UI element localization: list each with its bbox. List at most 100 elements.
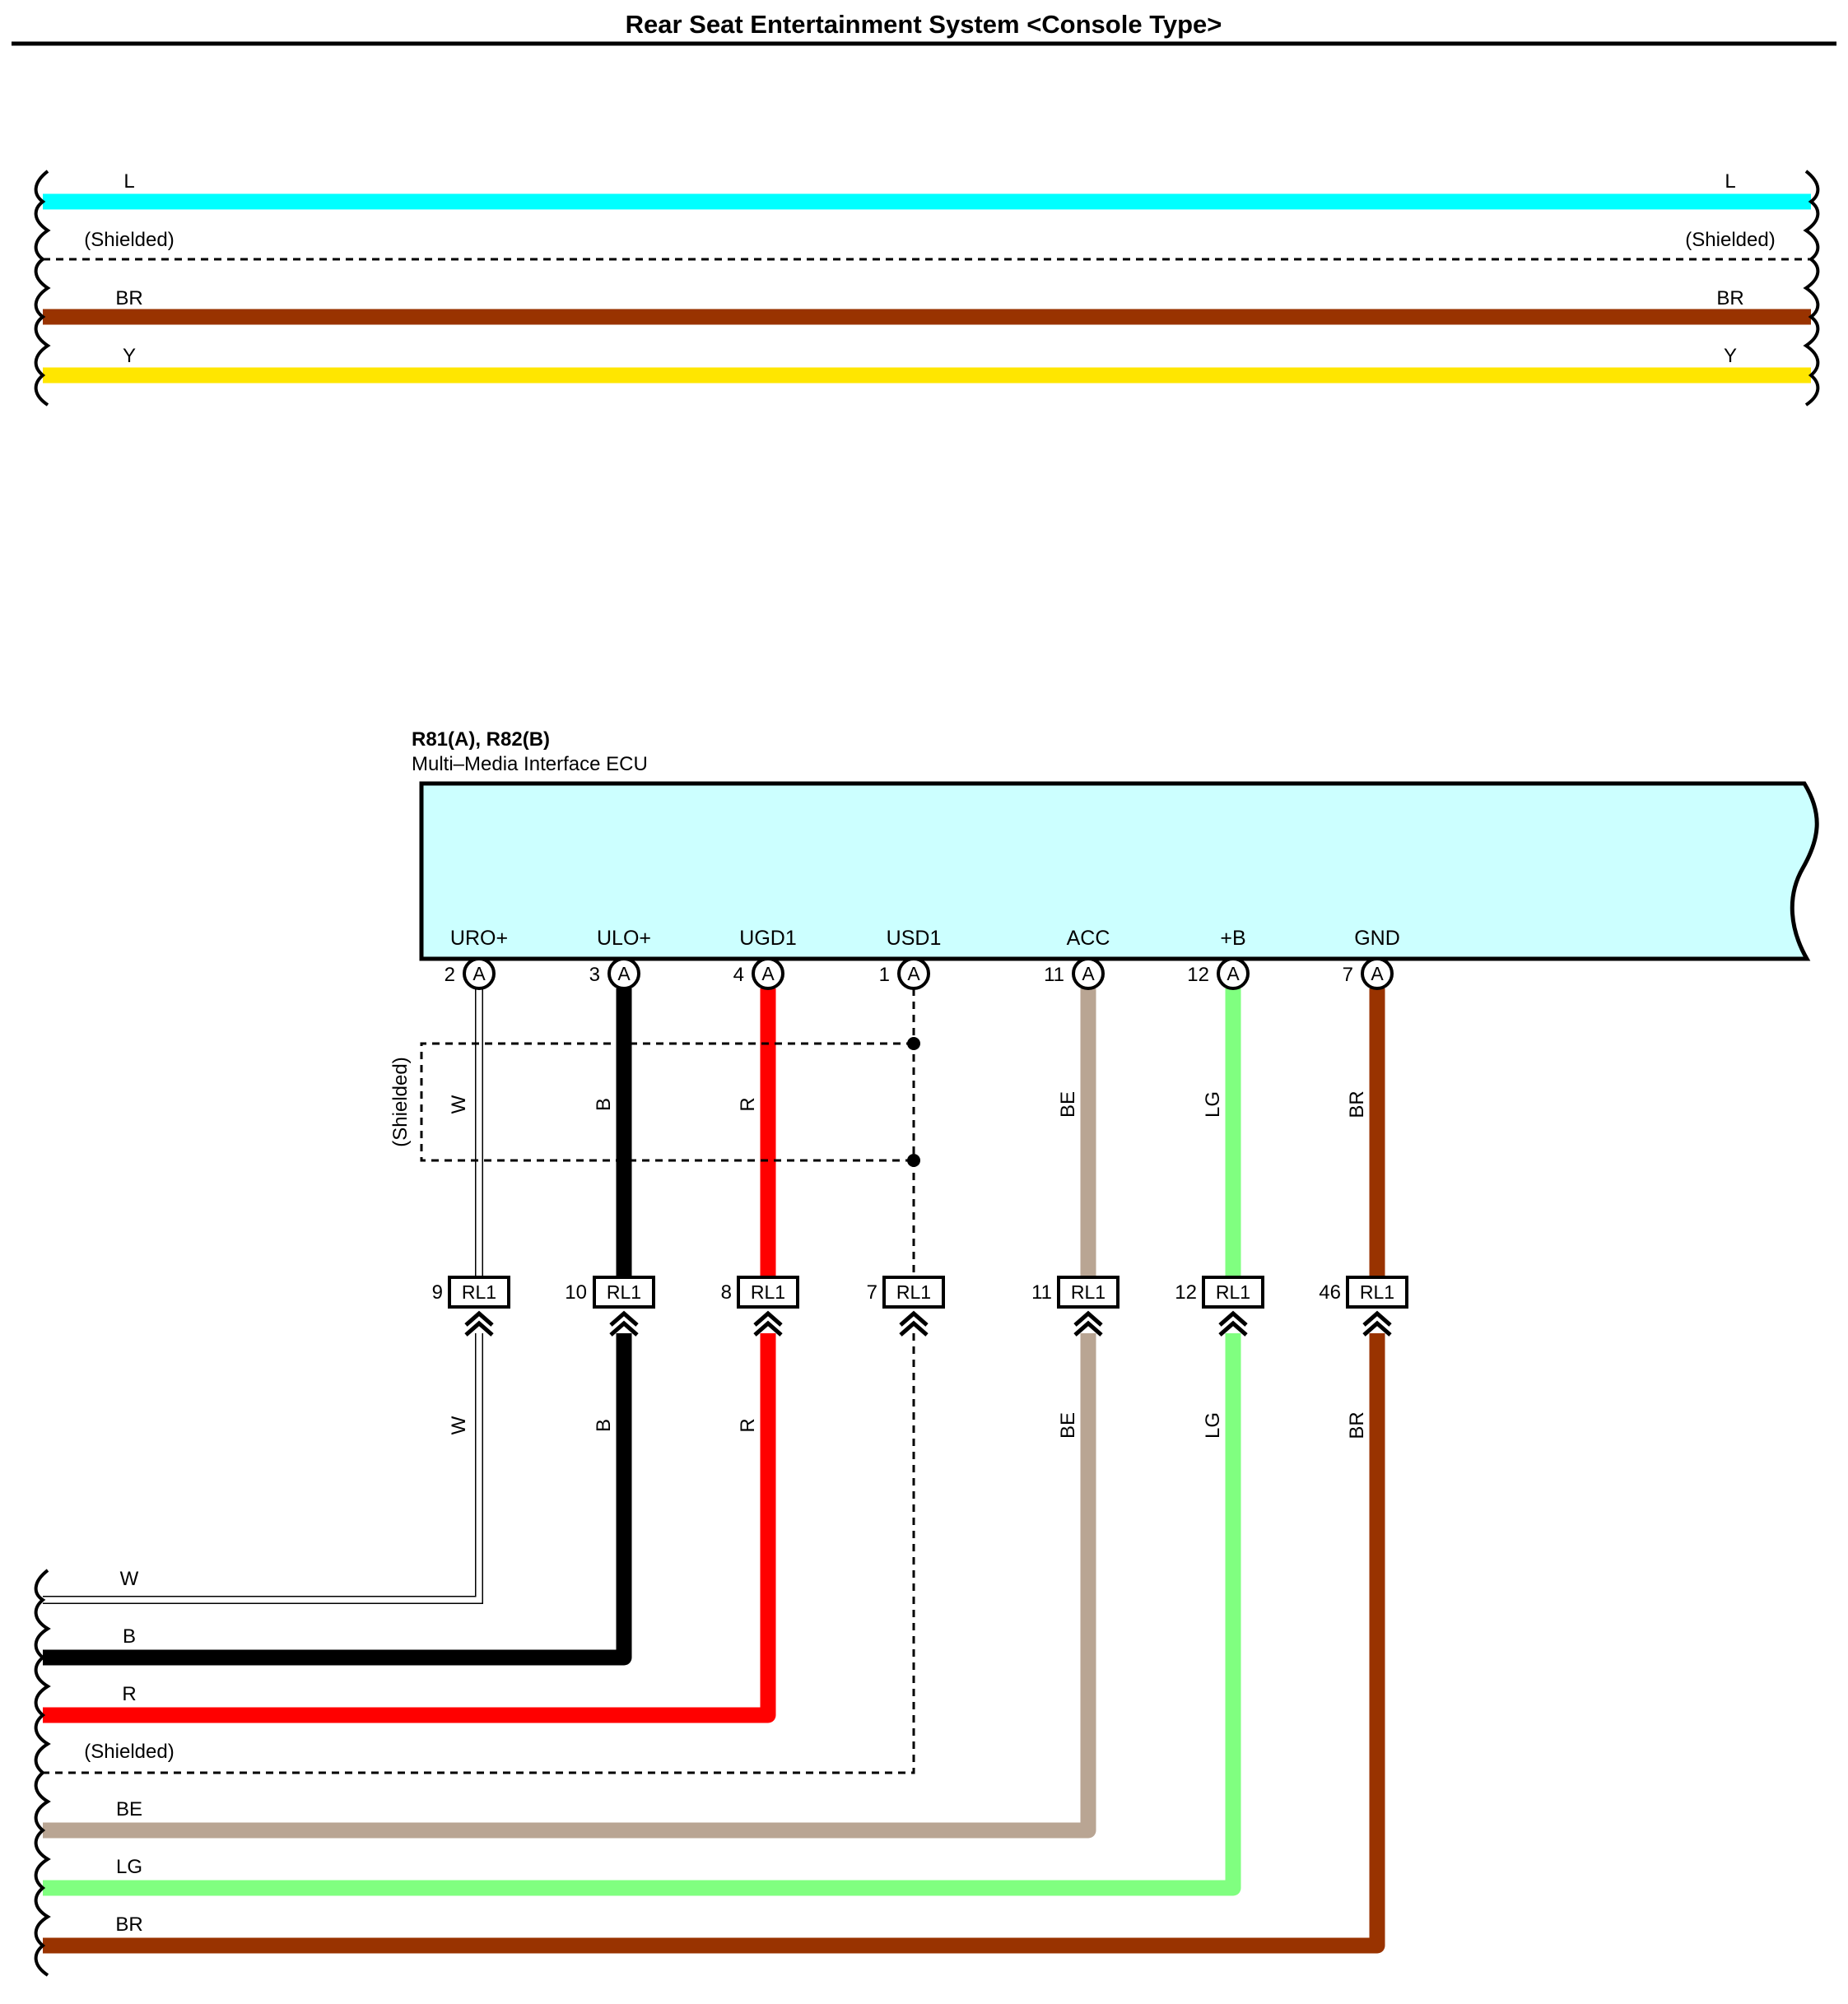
connector-a-gnd-letter: A xyxy=(1371,963,1384,984)
pin-name-ulo: ULO+ xyxy=(597,927,651,950)
top-wire-l-label-right: L xyxy=(1725,170,1735,193)
relay-label-ulo: RL1 xyxy=(607,1281,641,1303)
wire-be-label-lower: BE xyxy=(1057,1412,1079,1439)
relay-box-acc xyxy=(1057,1276,1120,1309)
relay-pin-gnd: 46 xyxy=(1319,1281,1341,1304)
bottom-label-br: BR xyxy=(115,1913,142,1936)
relay-label-ugd1: RL1 xyxy=(751,1281,785,1303)
pin-number-plus-b: 12 xyxy=(1187,964,1209,986)
bottom-break-left xyxy=(34,1569,51,1977)
wire-w-label-upper: W xyxy=(448,1095,470,1114)
ecu-connector-label: R81(A), R82(B) xyxy=(412,728,550,751)
top-wire-y-label-right: Y xyxy=(1724,345,1737,367)
pin-column-ulo: ULO+ 3 A B 10 RL1 B xyxy=(43,927,655,1666)
pin-name-gnd: GND xyxy=(1354,927,1400,950)
pin-number-usd1: 1 xyxy=(879,964,890,986)
plug-chevron-uro xyxy=(464,1310,494,1337)
pin-number-ugd1: 4 xyxy=(733,964,744,986)
top-wire-br-label-right: BR xyxy=(1716,287,1743,309)
wire-shield-drain-lower xyxy=(43,1333,915,1774)
bottom-label-shielded: (Shielded) xyxy=(84,1741,174,1763)
pin-column-plus-b: +B 12 A LG 12 RL1 LG xyxy=(43,927,1264,1896)
shield-group-label: (Shielded) xyxy=(389,1057,412,1146)
pin-column-acc: ACC 11 A BE 11 RL1 BE xyxy=(43,927,1120,1839)
bottom-label-be: BE xyxy=(116,1798,142,1820)
wire-b-lower xyxy=(43,1333,632,1666)
bottom-label-r: R xyxy=(122,1683,136,1705)
shield-group: (Shielded) xyxy=(389,1037,920,1167)
connector-a-uro-letter: A xyxy=(472,963,486,984)
plug-chevron-plus-b xyxy=(1218,1310,1248,1337)
connector-a-gnd xyxy=(1361,957,1394,990)
relay-label-plus-b: RL1 xyxy=(1216,1281,1250,1303)
page-title: Rear Seat Entertainment System <Console … xyxy=(626,10,1222,39)
connector-a-ugd1-letter: A xyxy=(761,963,775,984)
wire-b-label-lower: B xyxy=(593,1419,615,1432)
relay-label-uro: RL1 xyxy=(462,1281,496,1303)
relay-pin-uro: 9 xyxy=(432,1281,443,1304)
connector-a-acc-letter: A xyxy=(1082,963,1095,984)
relay-label-acc: RL1 xyxy=(1071,1281,1106,1303)
relay-box-ugd1 xyxy=(737,1276,799,1309)
wire-r-label-lower: R xyxy=(737,1418,759,1432)
relay-pin-usd1: 7 xyxy=(867,1281,877,1304)
bottom-label-w: W xyxy=(120,1568,139,1590)
ecu-name: Multi–Media Interface ECU xyxy=(412,753,648,775)
plug-chevron-usd1 xyxy=(899,1310,929,1337)
bottom-wire-labels: W B R (Shielded) BE LG BR xyxy=(84,1568,174,1936)
wire-w-label-lower: W xyxy=(448,1416,470,1434)
bottom-label-lg: LG xyxy=(116,1856,142,1878)
connector-a-ulo-letter: A xyxy=(617,963,631,984)
relay-pin-ulo: 10 xyxy=(565,1281,587,1304)
wire-br-lower xyxy=(43,1333,1385,1954)
wire-lg-label-upper: LG xyxy=(1202,1091,1224,1118)
wire-lg-label-lower: LG xyxy=(1202,1412,1224,1439)
connector-a-ugd1 xyxy=(752,957,784,990)
top-wire-y-label-left: Y xyxy=(123,345,136,367)
top-wire-br-label-left: BR xyxy=(115,287,142,309)
relay-pin-plus-b: 12 xyxy=(1175,1281,1197,1304)
ecu-block: R81(A), R82(B) Multi–Media Interface ECU xyxy=(412,728,1819,961)
relay-box-uro xyxy=(448,1276,510,1309)
top-wire-shielded-label-right: (Shielded) xyxy=(1685,229,1775,251)
shield-junction-bottom xyxy=(907,1154,920,1167)
relay-pin-acc: 11 xyxy=(1031,1281,1052,1304)
pin-name-ugd1: UGD1 xyxy=(739,927,796,950)
connector-a-ulo xyxy=(607,957,640,990)
connector-a-acc xyxy=(1072,957,1105,990)
plug-chevron-ulo xyxy=(609,1310,639,1337)
relay-box-usd1 xyxy=(882,1276,945,1309)
pin-column-uro: URO+ 2 A W 9 RL1 W xyxy=(43,927,510,1604)
wire-be-label-upper: BE xyxy=(1057,1091,1079,1118)
shield-junction-top xyxy=(907,1037,920,1050)
wire-r-lower xyxy=(43,1333,776,1723)
pin-name-plus-b: +B xyxy=(1220,927,1245,950)
pin-number-ulo: 3 xyxy=(589,964,600,986)
plug-chevron-acc xyxy=(1073,1310,1103,1337)
pin-name-usd1: USD1 xyxy=(887,927,942,950)
connector-a-plus-b-letter: A xyxy=(1227,963,1240,984)
wire-br-label-lower: BR xyxy=(1346,1411,1368,1439)
bottom-label-b: B xyxy=(123,1625,136,1648)
wire-w-lower xyxy=(43,1333,483,1604)
pin-name-acc: ACC xyxy=(1067,927,1110,950)
pin-column-usd1: USD1 1 A 7 RL1 xyxy=(43,927,945,1774)
pin-column-ugd1: UGD1 4 A R 8 RL1 R xyxy=(43,927,799,1723)
connector-a-uro xyxy=(463,957,496,990)
relay-label-gnd: RL1 xyxy=(1360,1281,1394,1303)
wire-be-lower xyxy=(43,1333,1096,1839)
wire-lg-lower xyxy=(43,1333,1241,1896)
top-break-left xyxy=(34,170,51,407)
relay-label-usd1: RL1 xyxy=(896,1281,931,1303)
relay-box-ulo xyxy=(593,1276,655,1309)
pin-column-gnd: GND 7 A BR 46 RL1 BR xyxy=(43,927,1408,1954)
connector-a-usd1-letter: A xyxy=(907,963,920,984)
plug-chevron-gnd xyxy=(1362,1310,1392,1337)
connector-a-usd1 xyxy=(897,957,930,990)
wire-b-label-upper: B xyxy=(593,1098,615,1111)
top-break-right xyxy=(1803,170,1820,407)
connector-a-plus-b xyxy=(1217,957,1250,990)
relay-box-gnd xyxy=(1346,1276,1408,1309)
relay-pin-ugd1: 8 xyxy=(721,1281,732,1304)
top-wire-l-label-left: L xyxy=(123,170,134,193)
